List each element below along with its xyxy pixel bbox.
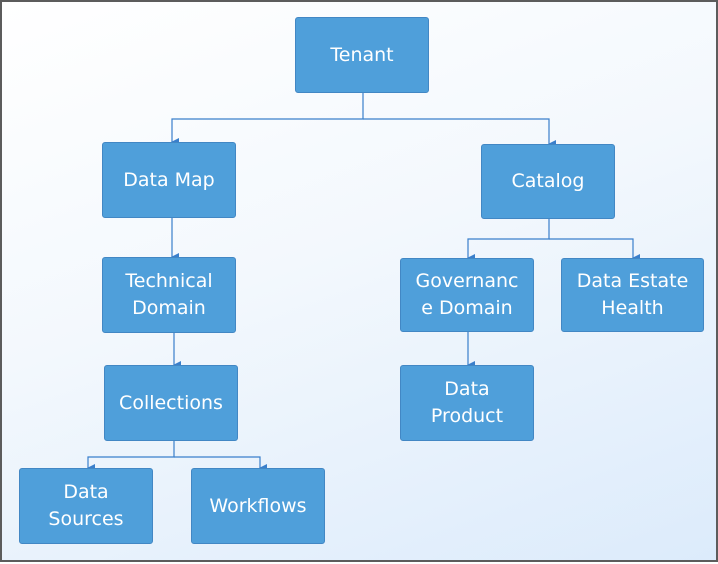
node-collections[interactable]: Collections	[104, 365, 238, 441]
node-data-estate-health-label: Data Estate Health	[576, 270, 689, 319]
node-technical-domain-label: Technical Domain	[125, 270, 213, 319]
node-tenant-label: Tenant	[330, 43, 394, 66]
node-data-map-label: Data Map	[123, 168, 215, 191]
node-workflows-label: Workflows	[209, 494, 307, 517]
node-governance-domain[interactable]: Governanc e Domain	[400, 258, 534, 332]
node-data-estate-health[interactable]: Data Estate Health	[561, 258, 704, 332]
node-data-product-label: Data Product	[430, 378, 504, 427]
node-tenant[interactable]: Tenant	[295, 17, 429, 93]
connector-collections-workflows	[174, 456, 267, 472]
node-data-sources-label: Data Sources	[48, 481, 124, 530]
node-catalog[interactable]: Catalog	[481, 144, 615, 219]
node-data-map[interactable]: Data Map	[102, 142, 236, 218]
node-collections-label: Collections	[119, 391, 223, 414]
connector-tenant-data-map	[171, 93, 364, 146]
node-data-product[interactable]: Data Product	[400, 365, 534, 441]
node-technical-domain[interactable]: Technical Domain	[102, 257, 236, 333]
node-catalog-label: Catalog	[511, 170, 585, 192]
connector-tenant-catalog	[363, 118, 556, 148]
connector-catalog-data-estate-health	[549, 238, 640, 262]
connector-catalog-governance-domain	[467, 219, 550, 262]
node-workflows[interactable]: Workflows	[191, 468, 325, 544]
connector-collections-data-sources	[87, 441, 175, 472]
node-governance-domain-label: Governanc e Domain	[415, 270, 519, 319]
node-data-sources[interactable]: Data Sources	[19, 468, 153, 544]
